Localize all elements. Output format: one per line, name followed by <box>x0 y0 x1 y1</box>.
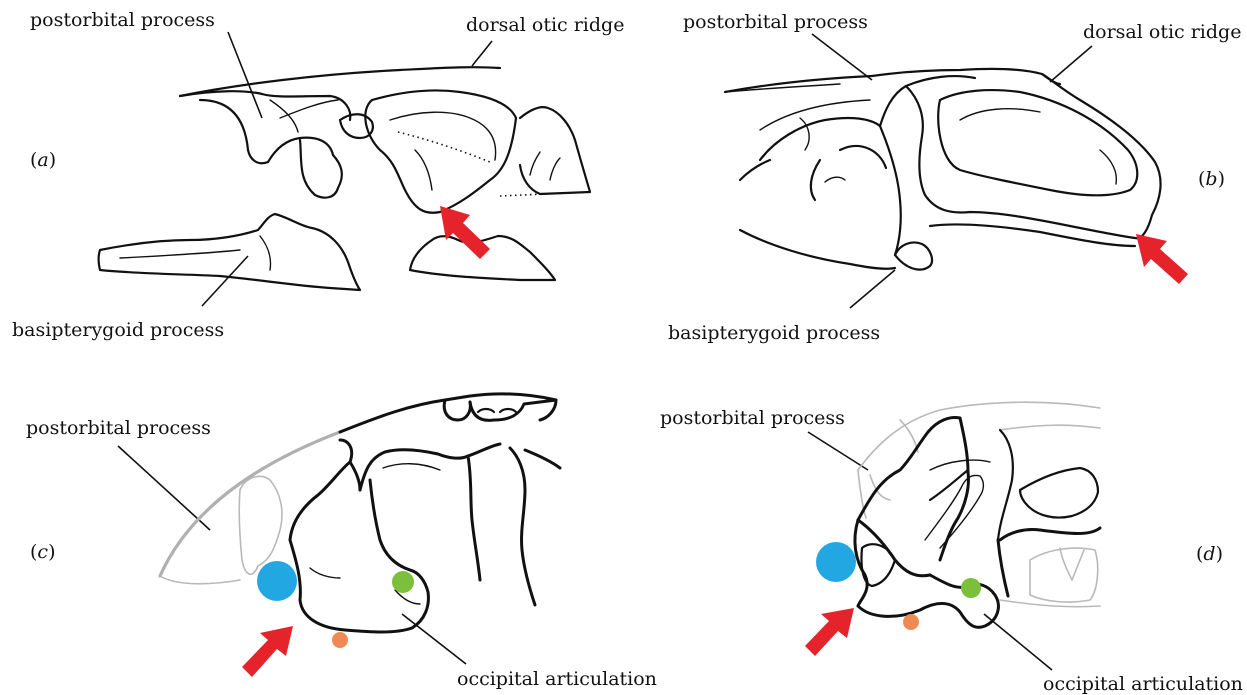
panel-c-orange-marker <box>332 632 348 648</box>
panel-a-basipterygoid-leader <box>202 256 248 306</box>
panel-a-skull-drawing <box>99 67 591 290</box>
panel-d: (d) postorbital process occipital articu… <box>660 402 1243 695</box>
panel-d-label: (d) <box>1196 543 1223 565</box>
panel-b-postorbital-label: postorbital process <box>683 11 868 33</box>
panel-a-basipterygoid-label: basipterygoid process <box>12 319 224 341</box>
panel-b-basipterygoid-label: basipterygoid process <box>668 322 880 344</box>
panel-d-postorbital-leader <box>808 432 868 470</box>
panel-b-dorsal-otic-label: dorsal otic ridge <box>1083 21 1241 43</box>
panel-d-postorbital-label: postorbital process <box>660 407 845 429</box>
panel-c-postorbital-label: postorbital process <box>26 417 211 439</box>
panel-c-occipital-label: occipital articulation <box>457 668 657 690</box>
panel-c-postorbital-leader <box>118 446 210 530</box>
panel-d-occipital-leader <box>984 614 1052 670</box>
panel-a: (a) postorbital process dorsal otic ridg… <box>12 9 624 341</box>
panel-d-occipital-label: occipital articulation <box>1043 673 1243 695</box>
panel-b-skull-drawing <box>725 69 1161 270</box>
panel-c-red-arrow-icon <box>242 626 293 677</box>
panel-a-dorsal-otic-label: dorsal otic ridge <box>466 14 624 36</box>
panel-d-red-arrow-icon <box>805 608 854 656</box>
panel-d-blue-marker <box>816 542 856 582</box>
panel-d-green-marker <box>961 578 981 598</box>
panel-a-label: (a) <box>30 149 56 171</box>
panel-b-red-arrow-icon <box>1136 234 1188 284</box>
panel-c-skull-drawing <box>160 394 560 632</box>
panel-c-blue-marker <box>257 561 297 601</box>
panel-b-postorbital-leader <box>812 34 872 80</box>
panel-c-label: (c) <box>30 541 56 563</box>
panel-c-occipital-leader <box>402 614 466 664</box>
panel-a-postorbital-leader <box>228 32 262 118</box>
panel-b-basipterygoid-leader <box>850 270 895 308</box>
panel-c-green-marker <box>392 571 414 593</box>
panel-b: (b) postorbital process dorsal otic ridg… <box>668 11 1241 344</box>
panel-d-orange-marker <box>903 614 919 630</box>
panel-c: (c) postorbital process occipital articu… <box>26 394 657 690</box>
panel-a-dorsal-otic-leader <box>472 41 492 66</box>
panel-a-red-arrow-icon <box>440 206 490 259</box>
panel-b-label: (b) <box>1198 168 1225 190</box>
panel-b-dorsal-otic-leader <box>1050 46 1092 82</box>
panel-a-postorbital-label: postorbital process <box>30 9 215 31</box>
